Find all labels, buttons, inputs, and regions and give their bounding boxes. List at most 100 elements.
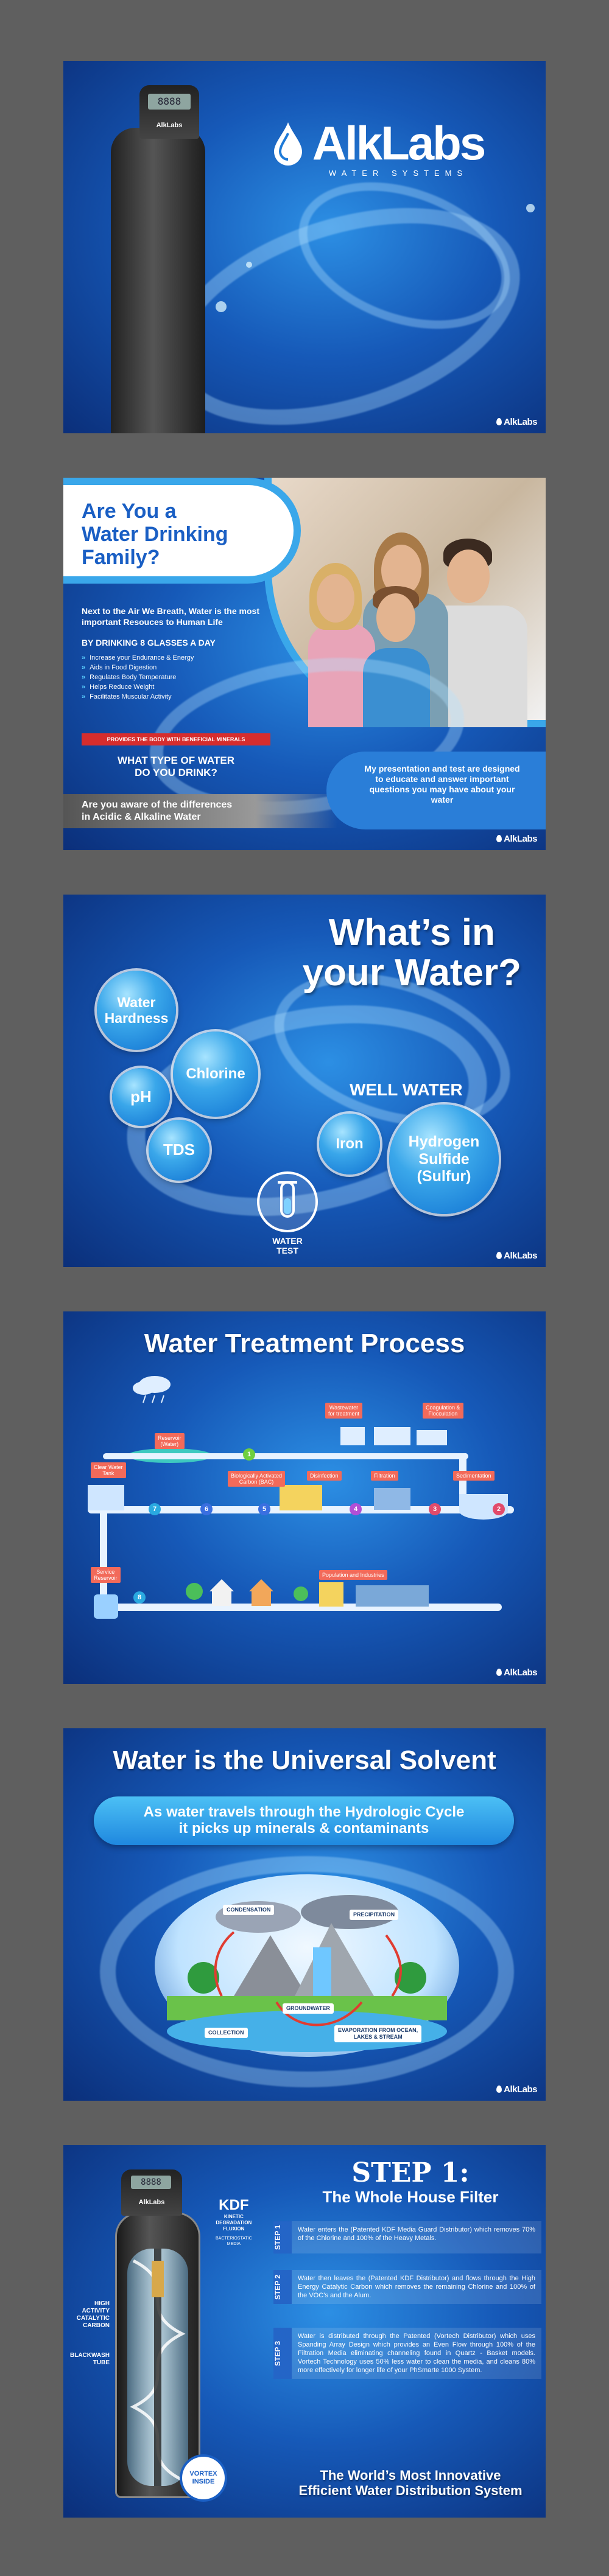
family-title-panel: Are You a Water Drinking Family?	[63, 485, 294, 576]
benefit-item: Facilitates Muscular Activity	[82, 692, 276, 702]
water-test-icon: WATER TEST	[257, 1171, 318, 1255]
bubble-hydrogen-sulfide: Hydrogen Sulfide (Sulfur)	[389, 1105, 499, 1214]
footer-logo-text: AlkLabs	[504, 834, 537, 844]
filtration-icon	[374, 1488, 410, 1510]
slide-drinking-family: Are You a Water Drinking Family? Next to…	[63, 478, 546, 850]
blackwash-label: BLACKWASH TUBE	[70, 2352, 110, 2366]
pipe-lower	[100, 1604, 502, 1611]
step-title: STEP 1:	[351, 2157, 470, 2188]
filter-control-head: 8888 AlkLabs	[121, 2169, 182, 2216]
step-row: STEP 3 Water is distributed through the …	[273, 2328, 541, 2379]
step-number: 3	[429, 1503, 441, 1515]
service-reservoir-tank	[94, 1594, 118, 1619]
slide-whats-in-water: What’s in your Water? Water Hardness Chl…	[63, 895, 546, 1267]
step-number: 2	[493, 1503, 505, 1515]
benefit-item: Increase your Endurance & Energy	[82, 653, 276, 663]
water-test-label: WATER TEST	[272, 1236, 303, 1255]
step-row: STEP 1 Water enters the (Patented KDF Me…	[273, 2221, 541, 2254]
tag-reservoir: Reservoir (Water)	[155, 1433, 185, 1449]
girl-face	[317, 574, 354, 623]
step-description: Water enters the (Patented KDF Media Gua…	[292, 2221, 541, 2254]
water-droplet	[526, 204, 535, 212]
kdf-label-group: KDF KINETIC DEGRADATION FLUXION BACTERIO…	[216, 2197, 252, 2247]
control-display: 8888	[148, 94, 191, 110]
drop-icon	[496, 835, 502, 842]
hydrologic-subtitle: As water travels through the Hydrologic …	[94, 1796, 514, 1845]
bubble-chlorine: Chlorine	[173, 1031, 258, 1117]
footer-logo: AlkLabs	[496, 417, 537, 427]
footer-logo: AlkLabs	[496, 2084, 537, 2095]
innovation-tagline: The World’s Most Innovative Efficient Wa…	[298, 2468, 523, 2498]
slide-universal-solvent: Water is the Universal Solvent As water …	[63, 1728, 546, 2101]
bubble-tds: TDS	[149, 1120, 209, 1181]
tag-sedimentation: Sedimentation	[453, 1471, 495, 1481]
treatment-diagram	[88, 1376, 514, 1619]
spiral-flow-icon	[130, 2249, 186, 2486]
water-softener-tank	[111, 128, 205, 433]
well-water-heading: WELL WATER	[350, 1080, 463, 1099]
footer-logo: AlkLabs	[496, 1667, 537, 1678]
town-icon	[186, 1579, 429, 1607]
benefit-item: Helps Reduce Weight	[82, 682, 276, 692]
drop-icon	[496, 2086, 502, 2093]
footer-logo-text: AlkLabs	[504, 417, 537, 427]
step-badge: STEP 1	[273, 2221, 292, 2254]
treatment-title: Water Treatment Process	[144, 1328, 465, 1358]
logo-wordmark: AlkLabs	[312, 116, 486, 170]
boy-face	[376, 593, 415, 642]
footer-logo: AlkLabs	[496, 834, 537, 844]
whats-in-water-title: What’s in your Water?	[302, 912, 521, 994]
label-precipitation: PRECIPITATION	[350, 1910, 399, 1920]
bubble-iron: Iron	[319, 1114, 380, 1175]
footer-logo: AlkLabs	[496, 1251, 537, 1261]
bac-filter-icon	[280, 1485, 322, 1510]
kdf-media-label: BACTERIOSTATIC MEDIA	[216, 2236, 252, 2246]
water-drop-icon	[274, 122, 302, 166]
footer-logo-text: AlkLabs	[504, 1667, 537, 1678]
slide-brand-hero: 8888 AlkLabs AlkLabs WATER SYSTEMS AlkLa…	[63, 61, 546, 433]
step-number: 1	[243, 1448, 255, 1461]
bubble-water-hardness: Water Hardness	[97, 971, 176, 1050]
alklabs-logo: AlkLabs WATER SYSTEMS	[274, 116, 520, 178]
step-description: Water is distributed through the Patente…	[292, 2328, 541, 2379]
pipe-riser-left	[100, 1513, 107, 1605]
tag-filtration: Filtration	[371, 1471, 398, 1481]
step-subtitle: The Whole House Filter	[322, 2188, 499, 2206]
label-collection: COLLECTION	[205, 2028, 248, 2038]
kdf-title: KDF	[219, 2197, 249, 2213]
water-droplet	[216, 301, 227, 312]
intro-text: Next to the Air We Breath, Water is the …	[82, 606, 259, 627]
bubble-ph: pH	[112, 1068, 170, 1126]
tag-wastewater: Wastewater for treatment	[325, 1403, 363, 1419]
footer-logo-text: AlkLabs	[504, 1251, 537, 1261]
slide-water-treatment: Water Treatment Process	[63, 1311, 546, 1684]
logo-tagline: WATER SYSTEMS	[328, 169, 468, 178]
tag-bac: Biologically Activated Carbon (BAC)	[228, 1471, 286, 1487]
benefits-list: Increase your Endurance & Energy Aids in…	[82, 653, 276, 702]
drop-icon	[496, 1669, 502, 1676]
water-type-question: WHAT TYPE OF WATER DO YOU DRINK?	[117, 755, 235, 778]
filter-display: 8888	[131, 2176, 171, 2189]
step-badge: STEP 2	[273, 2270, 292, 2304]
step-number: 5	[258, 1503, 270, 1515]
carbon-label: HIGH ACTIVITY CATALYTIC CARBON	[76, 2300, 110, 2329]
minerals-banner: PROVIDES THE BODY WITH BENEFICIAL MINERA…	[82, 733, 270, 745]
boy-figure	[363, 648, 430, 727]
water-droplet	[246, 262, 252, 268]
step-number: 4	[350, 1503, 362, 1515]
label-condensation: CONDENSATION	[223, 1905, 275, 1915]
benefit-item: Regulates Body Temperature	[82, 672, 276, 682]
father-face	[447, 550, 490, 603]
kdf-subtitle: KINETIC DEGRADATION FLUXION	[216, 2214, 252, 2232]
presentation-note: My presentation and test are designed to…	[326, 752, 546, 829]
step-heading: STEP 1: The Whole House Filter	[283, 2157, 538, 2207]
rain-cloud-icon	[133, 1376, 171, 1403]
universal-solvent-title: Water is the Universal Solvent	[113, 1745, 496, 1775]
step-number: 6	[200, 1503, 213, 1515]
tag-clear-water-tank: Clear Water Tank	[91, 1462, 126, 1478]
slide-whole-house-filter: 8888 AlkLabs KDF KINETIC DEGRADATION FLU…	[63, 2145, 546, 2518]
tag-population: Population and Industries	[319, 1570, 387, 1580]
filter-head-brand: AlkLabs	[138, 2199, 165, 2206]
benefits-copy: Next to the Air We Breath, Water is the …	[82, 606, 276, 702]
step-badge: STEP 3	[273, 2328, 292, 2379]
